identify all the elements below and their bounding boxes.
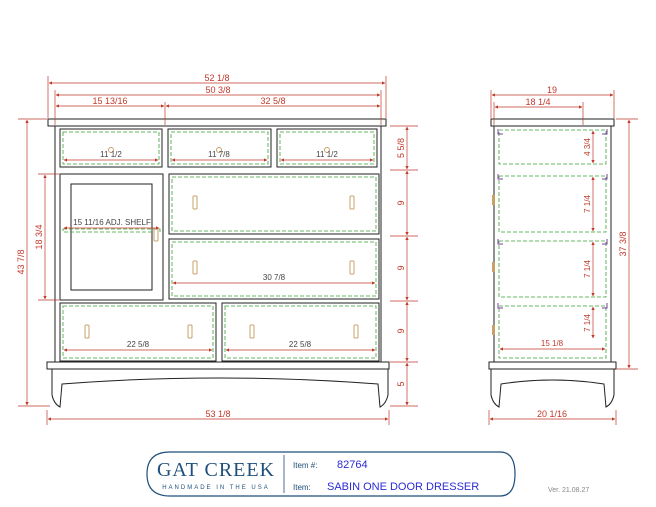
pull-icon: [187, 324, 193, 339]
drawer-box: [498, 175, 607, 233]
drawer-box: [498, 240, 607, 298]
side-top: [490, 118, 615, 127]
drawer-box: [498, 129, 607, 165]
pull-icon: [84, 324, 90, 339]
title-block: GAT CREEK HANDMADE IN THE USA Item #: 82…: [146, 451, 589, 497]
base-height: 5: [396, 381, 406, 386]
pull-icon: [349, 260, 355, 275]
drawer-box: [498, 305, 607, 359]
base-skirt: [51, 369, 389, 408]
side-base-skirt: [490, 369, 615, 408]
item-number-label: Item #:: [293, 461, 317, 470]
knob-icon: [324, 147, 330, 153]
item-number: 82764: [337, 459, 368, 471]
pull-icon: [492, 262, 495, 272]
top-drawer-right: [276, 128, 378, 168]
item-label: Item:: [293, 483, 311, 492]
drawer-height-a: 9: [396, 200, 406, 205]
knob-icon: [216, 147, 222, 153]
pull-icon: [349, 195, 355, 210]
side-inner-depth: 18 1/4: [525, 97, 550, 107]
side-drawer-depth-4: 7 1/4: [583, 314, 592, 332]
front-drawer-boxes: [62, 131, 377, 359]
side-runners: [497, 129, 608, 309]
bottom-right-width: 22 5/8: [289, 340, 312, 349]
knob-icon: [108, 147, 114, 153]
right-width: 32 5/8: [260, 96, 285, 106]
side-hardware: [492, 195, 495, 335]
base-rail: [46, 361, 390, 370]
door-pull-icon: [153, 228, 159, 242]
side-base-rail: [488, 361, 617, 370]
pull-icon: [192, 195, 198, 210]
front-carcass: [54, 125, 382, 363]
overall-width-top: 52 1/8: [204, 73, 229, 83]
drawer-box: [171, 241, 377, 297]
bottom-left-width: 22 5/8: [127, 340, 150, 349]
side-dim-lines: [488, 90, 638, 425]
side-depth: 19: [547, 85, 557, 95]
side-inner-width: 15 1/8: [541, 339, 564, 348]
drawer-1-width: 11 1/2: [100, 150, 122, 159]
shelf-label: 15 11/16 ADJ. SHELF: [73, 218, 151, 227]
side-drawer-boxes: [498, 129, 607, 359]
side-drawer-depth-1: 4 3/4: [583, 138, 592, 156]
drawer-height-c: 9: [396, 328, 406, 333]
front-view: [46, 118, 390, 408]
side-drawer-depth-2: 7 1/4: [583, 195, 592, 213]
brand-tagline: HANDMADE IN THE USA: [162, 485, 270, 491]
front-outer-labels: 52 1/8 50 3/8 15 13/16 32 5/8 43 7/8 18 …: [16, 73, 406, 419]
front-outer-dim-lines: [18, 76, 418, 425]
wide-drawer-width: 30 7/8: [263, 273, 286, 282]
total-height: 43 7/8: [16, 249, 26, 274]
version: Ver. 21.08.27: [548, 487, 589, 494]
item-name: SABIN ONE DOOR DRESSER: [327, 481, 479, 493]
drawer-box: [224, 305, 377, 359]
title-block-frame: [146, 451, 516, 497]
drawer-2-width: 11 7/8: [208, 150, 230, 159]
pull-icon: [249, 324, 255, 339]
front-top: [47, 118, 387, 127]
pull-icon: [492, 325, 495, 335]
pull-icon: [192, 260, 198, 275]
top-drawer-height: 5 5/8: [396, 138, 406, 158]
door-height: 18 3/4: [34, 224, 44, 249]
side-drawer-depth-3: 7 1/4: [583, 260, 592, 278]
adjustable-shelf: [62, 228, 161, 233]
door-panel: [70, 183, 153, 291]
right-drawer-lower: [168, 238, 380, 300]
door-frame: [59, 173, 164, 301]
drawer-box: [62, 131, 160, 165]
drawer-height-b: 9: [396, 265, 406, 270]
left-width: 15 13/16: [92, 96, 127, 106]
right-drawer-upper: [168, 173, 380, 235]
front-inner-labels: 11 1/2 11 7/8 11 1/2 15 11/16 ADJ. SHELF…: [73, 150, 338, 349]
base-width: 53 1/8: [205, 409, 230, 419]
inner-width: 50 3/8: [205, 85, 230, 95]
drawer-box: [171, 176, 377, 232]
side-carcass: [493, 125, 612, 363]
front-hardware: [84, 147, 359, 339]
bottom-drawer-left: [59, 302, 217, 362]
front-inner-dim-lines: [63, 158, 376, 352]
brand-logo: GAT CREEK: [157, 459, 275, 481]
side-height: 37 3/8: [618, 231, 628, 256]
drawer-box: [62, 305, 214, 359]
side-base-depth: 20 1/16: [537, 409, 567, 419]
bottom-drawer-right: [221, 302, 380, 362]
drawer-box: [279, 131, 375, 165]
side-view: [488, 118, 617, 408]
top-drawer-left: [59, 128, 163, 168]
drawer-box: [170, 131, 269, 165]
top-drawer-middle: [167, 128, 272, 168]
side-labels: 19 18 1/4 37 3/8 20 1/16 4 3/4 7 1/4 7 1…: [525, 85, 628, 419]
pull-icon: [353, 324, 359, 339]
drawer-3-width: 11 1/2: [316, 150, 338, 159]
pull-icon: [492, 195, 495, 205]
